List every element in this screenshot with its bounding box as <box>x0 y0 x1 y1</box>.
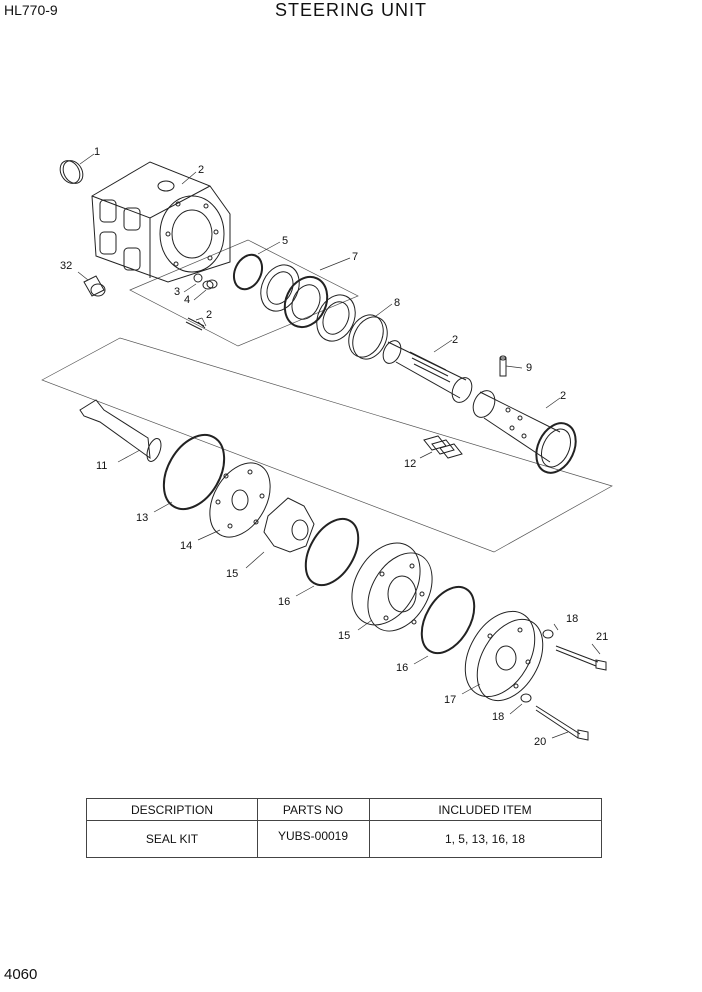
row-parts-no: YUBS-00019 <box>277 829 349 843</box>
part-8-ring <box>348 314 388 360</box>
part-16-o-ring-upper <box>304 517 360 587</box>
callout-18-upper: 18 <box>566 613 578 625</box>
part-14-spacer-plate <box>209 462 271 538</box>
col-header-parts-no: PARTS NO <box>282 803 344 817</box>
callout-18-lower: 18 <box>492 711 504 723</box>
part-17-end-cap <box>464 610 544 702</box>
callout-32: 32 <box>60 260 72 272</box>
part-9-pin <box>499 355 507 377</box>
table-divider <box>257 799 258 857</box>
callout-17: 17 <box>444 694 456 706</box>
callout-11: 11 <box>96 460 107 472</box>
page-title: STEERING UNIT <box>274 0 427 20</box>
part-21-bolt <box>555 645 607 671</box>
callout-13: 13 <box>136 512 148 524</box>
seal-group-outline <box>129 239 359 347</box>
col-header-included-item: INCLUDED ITEM <box>438 803 532 817</box>
callout-16-lower: 16 <box>396 662 408 674</box>
parts-table: DESCRIPTION PARTS NO INCLUDED ITEM SEAL … <box>86 798 602 858</box>
callout-20: 20 <box>534 736 546 748</box>
callout-2-spool: 2 <box>452 334 458 346</box>
callout-14: 14 <box>180 540 192 552</box>
callout-2-housing: 2 <box>198 164 204 176</box>
part-15-rotor <box>263 497 315 553</box>
callout-12: 12 <box>404 458 416 470</box>
callout-8: 8 <box>394 297 400 309</box>
part-2-housing <box>91 161 231 283</box>
part-11-drive-shaft <box>79 399 162 462</box>
part-16-o-ring-lower <box>420 585 476 655</box>
callout-2-sleeve: 2 <box>560 390 566 402</box>
parts-table-header <box>87 799 601 821</box>
callout-2-pin: 2 <box>206 309 212 321</box>
page-number: 4060 <box>4 966 38 983</box>
part-32-plug <box>83 275 106 297</box>
part-1-dust-seal <box>59 160 84 184</box>
part-2-sleeve <box>472 390 577 474</box>
part-18-washer-lower <box>520 693 532 703</box>
col-header-description: DESCRIPTION <box>130 803 213 817</box>
callout-15-stator: 15 <box>338 630 350 642</box>
part-13-o-ring <box>162 434 226 510</box>
part-5-o-ring <box>232 253 264 291</box>
callout-21: 21 <box>596 631 608 643</box>
callout-9: 9 <box>526 362 532 374</box>
callout-7: 7 <box>352 251 358 263</box>
part-4-bushing <box>202 279 218 290</box>
part-2-spool <box>382 340 473 403</box>
callout-5: 5 <box>282 235 288 247</box>
model-number: HL770-9 <box>4 2 58 18</box>
part-2-pin <box>185 317 206 331</box>
part-12-springs <box>423 435 463 459</box>
row-description: SEAL KIT <box>145 832 199 846</box>
callout-4: 4 <box>184 294 190 306</box>
part-15-stator <box>351 542 433 632</box>
part-3-ball <box>193 273 203 283</box>
callout-15-rotor: 15 <box>226 568 238 580</box>
callout-16-upper: 16 <box>278 596 290 608</box>
callout-3: 3 <box>174 286 180 298</box>
row-included-item: 1, 5, 13, 16, 18 <box>444 832 526 846</box>
assembly-group-outline <box>41 337 613 553</box>
table-divider <box>369 799 370 857</box>
part-20-bolt <box>535 705 589 741</box>
callout-1: 1 <box>94 146 100 158</box>
part-7-bearing <box>260 264 356 342</box>
part-18-washer-upper <box>542 629 554 639</box>
